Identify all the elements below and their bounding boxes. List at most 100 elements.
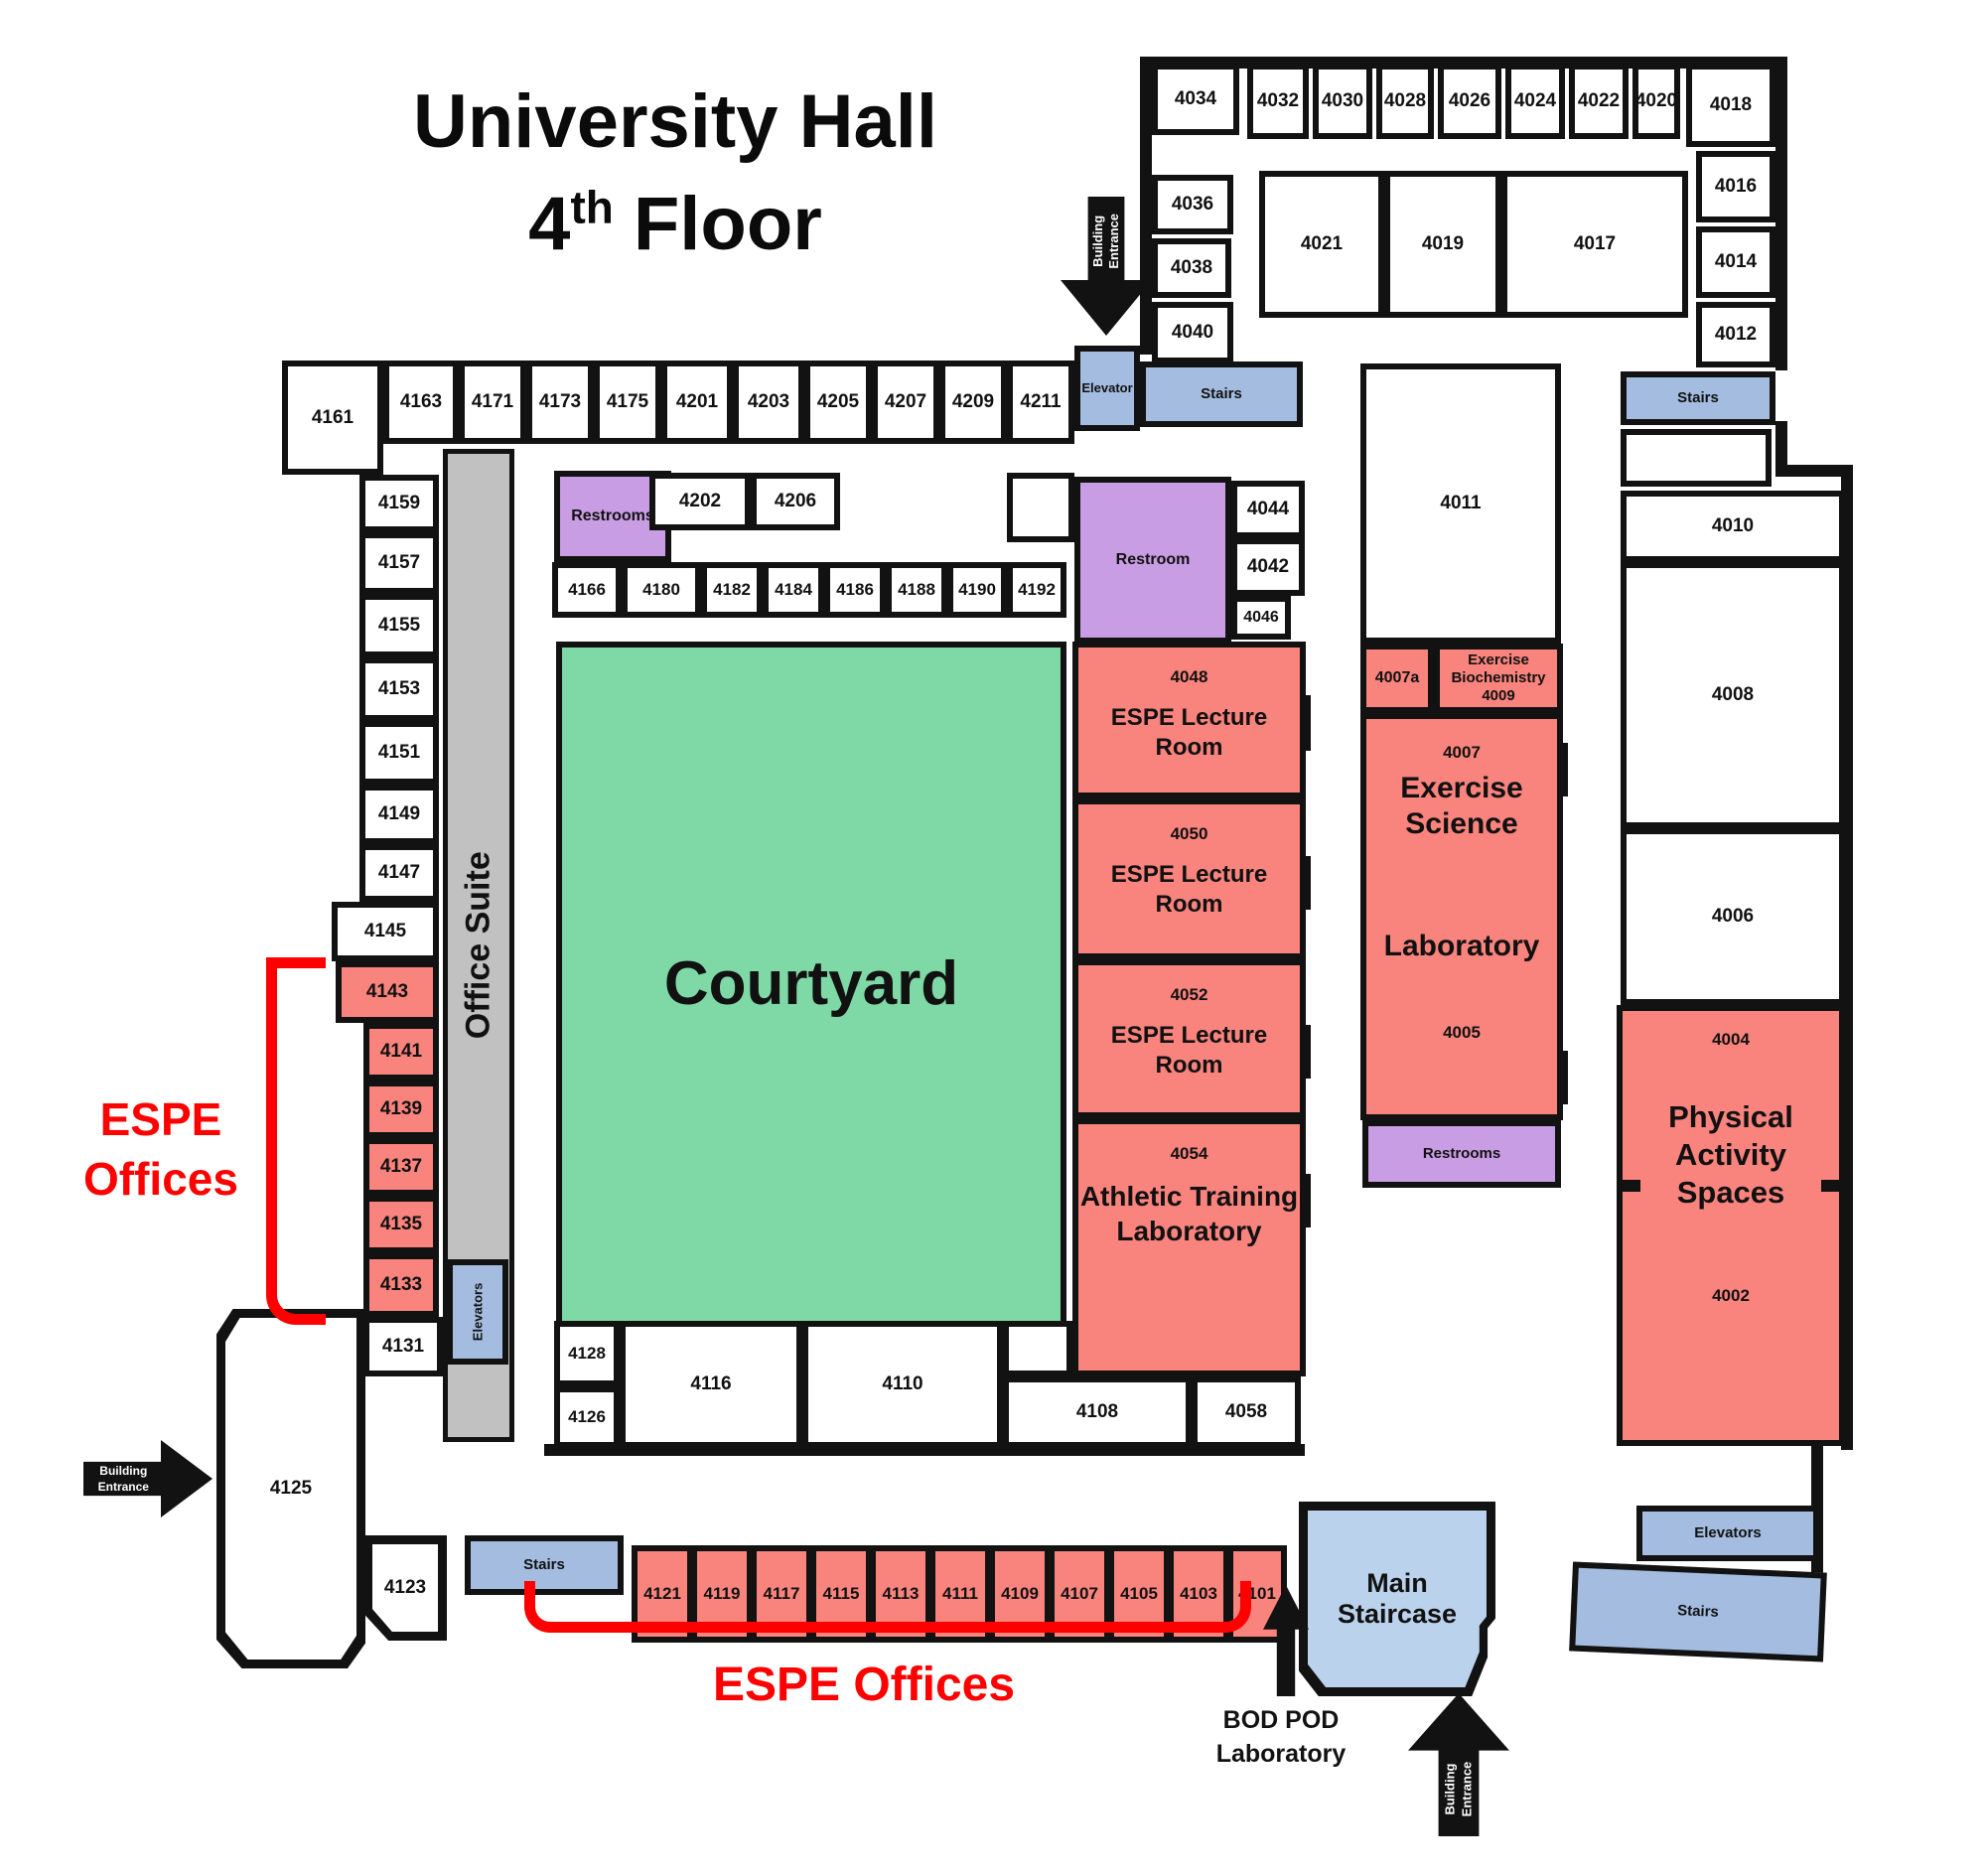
room-label: 4108: [1075, 1401, 1119, 1423]
room-4017: 4017: [1501, 171, 1688, 318]
room-label: 4006: [1711, 906, 1755, 928]
room-4159: 4159: [359, 475, 439, 532]
room-label: 4038: [1170, 257, 1213, 279]
room-4038: 4038: [1152, 238, 1231, 298]
room-4173: 4173: [526, 361, 594, 444]
room-label: 4116: [690, 1373, 732, 1395]
room-4143: 4143: [336, 961, 439, 1023]
room-4036: 4036: [1152, 175, 1233, 234]
room-label: 4008: [1711, 684, 1755, 706]
room-4024: 4024: [1505, 64, 1565, 139]
room-4202: 4202: [649, 473, 751, 530]
room-label: 4137: [379, 1156, 423, 1178]
room-label: 4203: [747, 391, 790, 413]
room-label: 4014: [1714, 251, 1758, 273]
espe-offices-bracket-bottom: [524, 1581, 1251, 1633]
room-label: 4135: [379, 1214, 423, 1235]
room-4011: 4011: [1360, 363, 1561, 644]
espe-offices-label-bottom-line-1: ESPE Offices: [712, 1659, 1016, 1711]
room-label: 4002: [1712, 1286, 1750, 1305]
room-label: 4206: [774, 491, 817, 512]
wall-segment: [1302, 1025, 1311, 1079]
room-4010: 4010: [1621, 491, 1845, 562]
room-4040: 4040: [1152, 302, 1233, 363]
room-4201: 4201: [661, 361, 733, 444]
room-4157: 4157: [359, 532, 439, 594]
room-4044: 4044: [1231, 481, 1305, 538]
room-label: 4139: [379, 1098, 423, 1120]
room-4123: 4123: [363, 1535, 447, 1641]
room-4016: 4016: [1696, 151, 1775, 222]
room-label: 4143: [365, 981, 409, 1003]
wall-segment: [1559, 743, 1568, 796]
room-label: Restrooms: [1422, 1144, 1501, 1162]
room-4153: 4153: [359, 657, 439, 721]
room-4006: 4006: [1621, 828, 1845, 1005]
room-4180: 4180: [622, 562, 701, 618]
room-label: 4050: [1170, 824, 1208, 844]
room-4190: 4190: [947, 562, 1007, 618]
room-label: 4040: [1171, 322, 1214, 344]
espe-offices-label-left-line-1: ESPE: [99, 1093, 222, 1145]
room-label: Biochemistry: [1451, 668, 1546, 686]
room-label: 4163: [399, 391, 443, 413]
room-label: 4147: [377, 862, 421, 884]
room-label: 4019: [1421, 233, 1465, 255]
room-4211: 4211: [1007, 361, 1074, 444]
room-4175: 4175: [594, 361, 661, 444]
room-label: 4184: [775, 579, 812, 599]
room-4192: 4192: [1007, 562, 1066, 618]
room-label: 4005: [1443, 1023, 1481, 1043]
room-label: 4126: [568, 1406, 606, 1426]
room-label: 4046: [1243, 609, 1279, 627]
room-label: Elevators: [470, 1282, 486, 1342]
room-label: 4131: [381, 1336, 425, 1358]
room-label: 4042: [1246, 556, 1290, 578]
room-label: 4173: [538, 391, 582, 413]
room-label: 4111: [942, 1583, 978, 1603]
room-label: 4171: [471, 391, 514, 413]
room-label: 4020: [1634, 90, 1678, 112]
room-label: 4188: [898, 579, 935, 599]
room-4012: 4012: [1696, 302, 1775, 367]
room-elevator-top-left: Elevator: [1074, 346, 1140, 431]
room-label: Exercise Science: [1400, 771, 1523, 841]
room-4135: 4135: [363, 1196, 439, 1253]
title-line-1: University Hall: [413, 79, 937, 164]
room-restrooms-bottom-right: Restrooms: [1362, 1120, 1561, 1188]
room-label: 4180: [642, 579, 680, 599]
room-label: 4058: [1224, 1401, 1268, 1423]
room-label: 4209: [951, 391, 995, 413]
room-label: 4024: [1513, 90, 1557, 112]
room-label: 4145: [363, 921, 407, 942]
room-label: 4155: [377, 615, 421, 637]
bod-pod-label-line-1: BOD POD: [1222, 1706, 1340, 1734]
room-stairs-top-right: Stairs: [1621, 371, 1775, 425]
room-label: Entrance: [97, 1480, 149, 1494]
room-label: Stairs: [1676, 1601, 1720, 1621]
espe-offices-label-bottom: ESPE Offices: [616, 1657, 1112, 1714]
room-fill: 4125: [225, 1318, 356, 1660]
wall-segment: [1775, 57, 1787, 370]
room-4034: 4034: [1152, 64, 1239, 135]
room-label: ESPE Lecture Room: [1110, 1022, 1268, 1079]
room-label: 4192: [1018, 579, 1056, 599]
room-label: 4048: [1170, 667, 1208, 687]
room-label: 4149: [377, 803, 421, 825]
room-label: 4103: [1180, 1583, 1217, 1603]
room-label: Building: [1442, 1763, 1458, 1815]
room-4030: 4030: [1313, 64, 1372, 139]
room-label: Physical: [1668, 1099, 1793, 1135]
room-label: 4054: [1170, 1144, 1208, 1164]
